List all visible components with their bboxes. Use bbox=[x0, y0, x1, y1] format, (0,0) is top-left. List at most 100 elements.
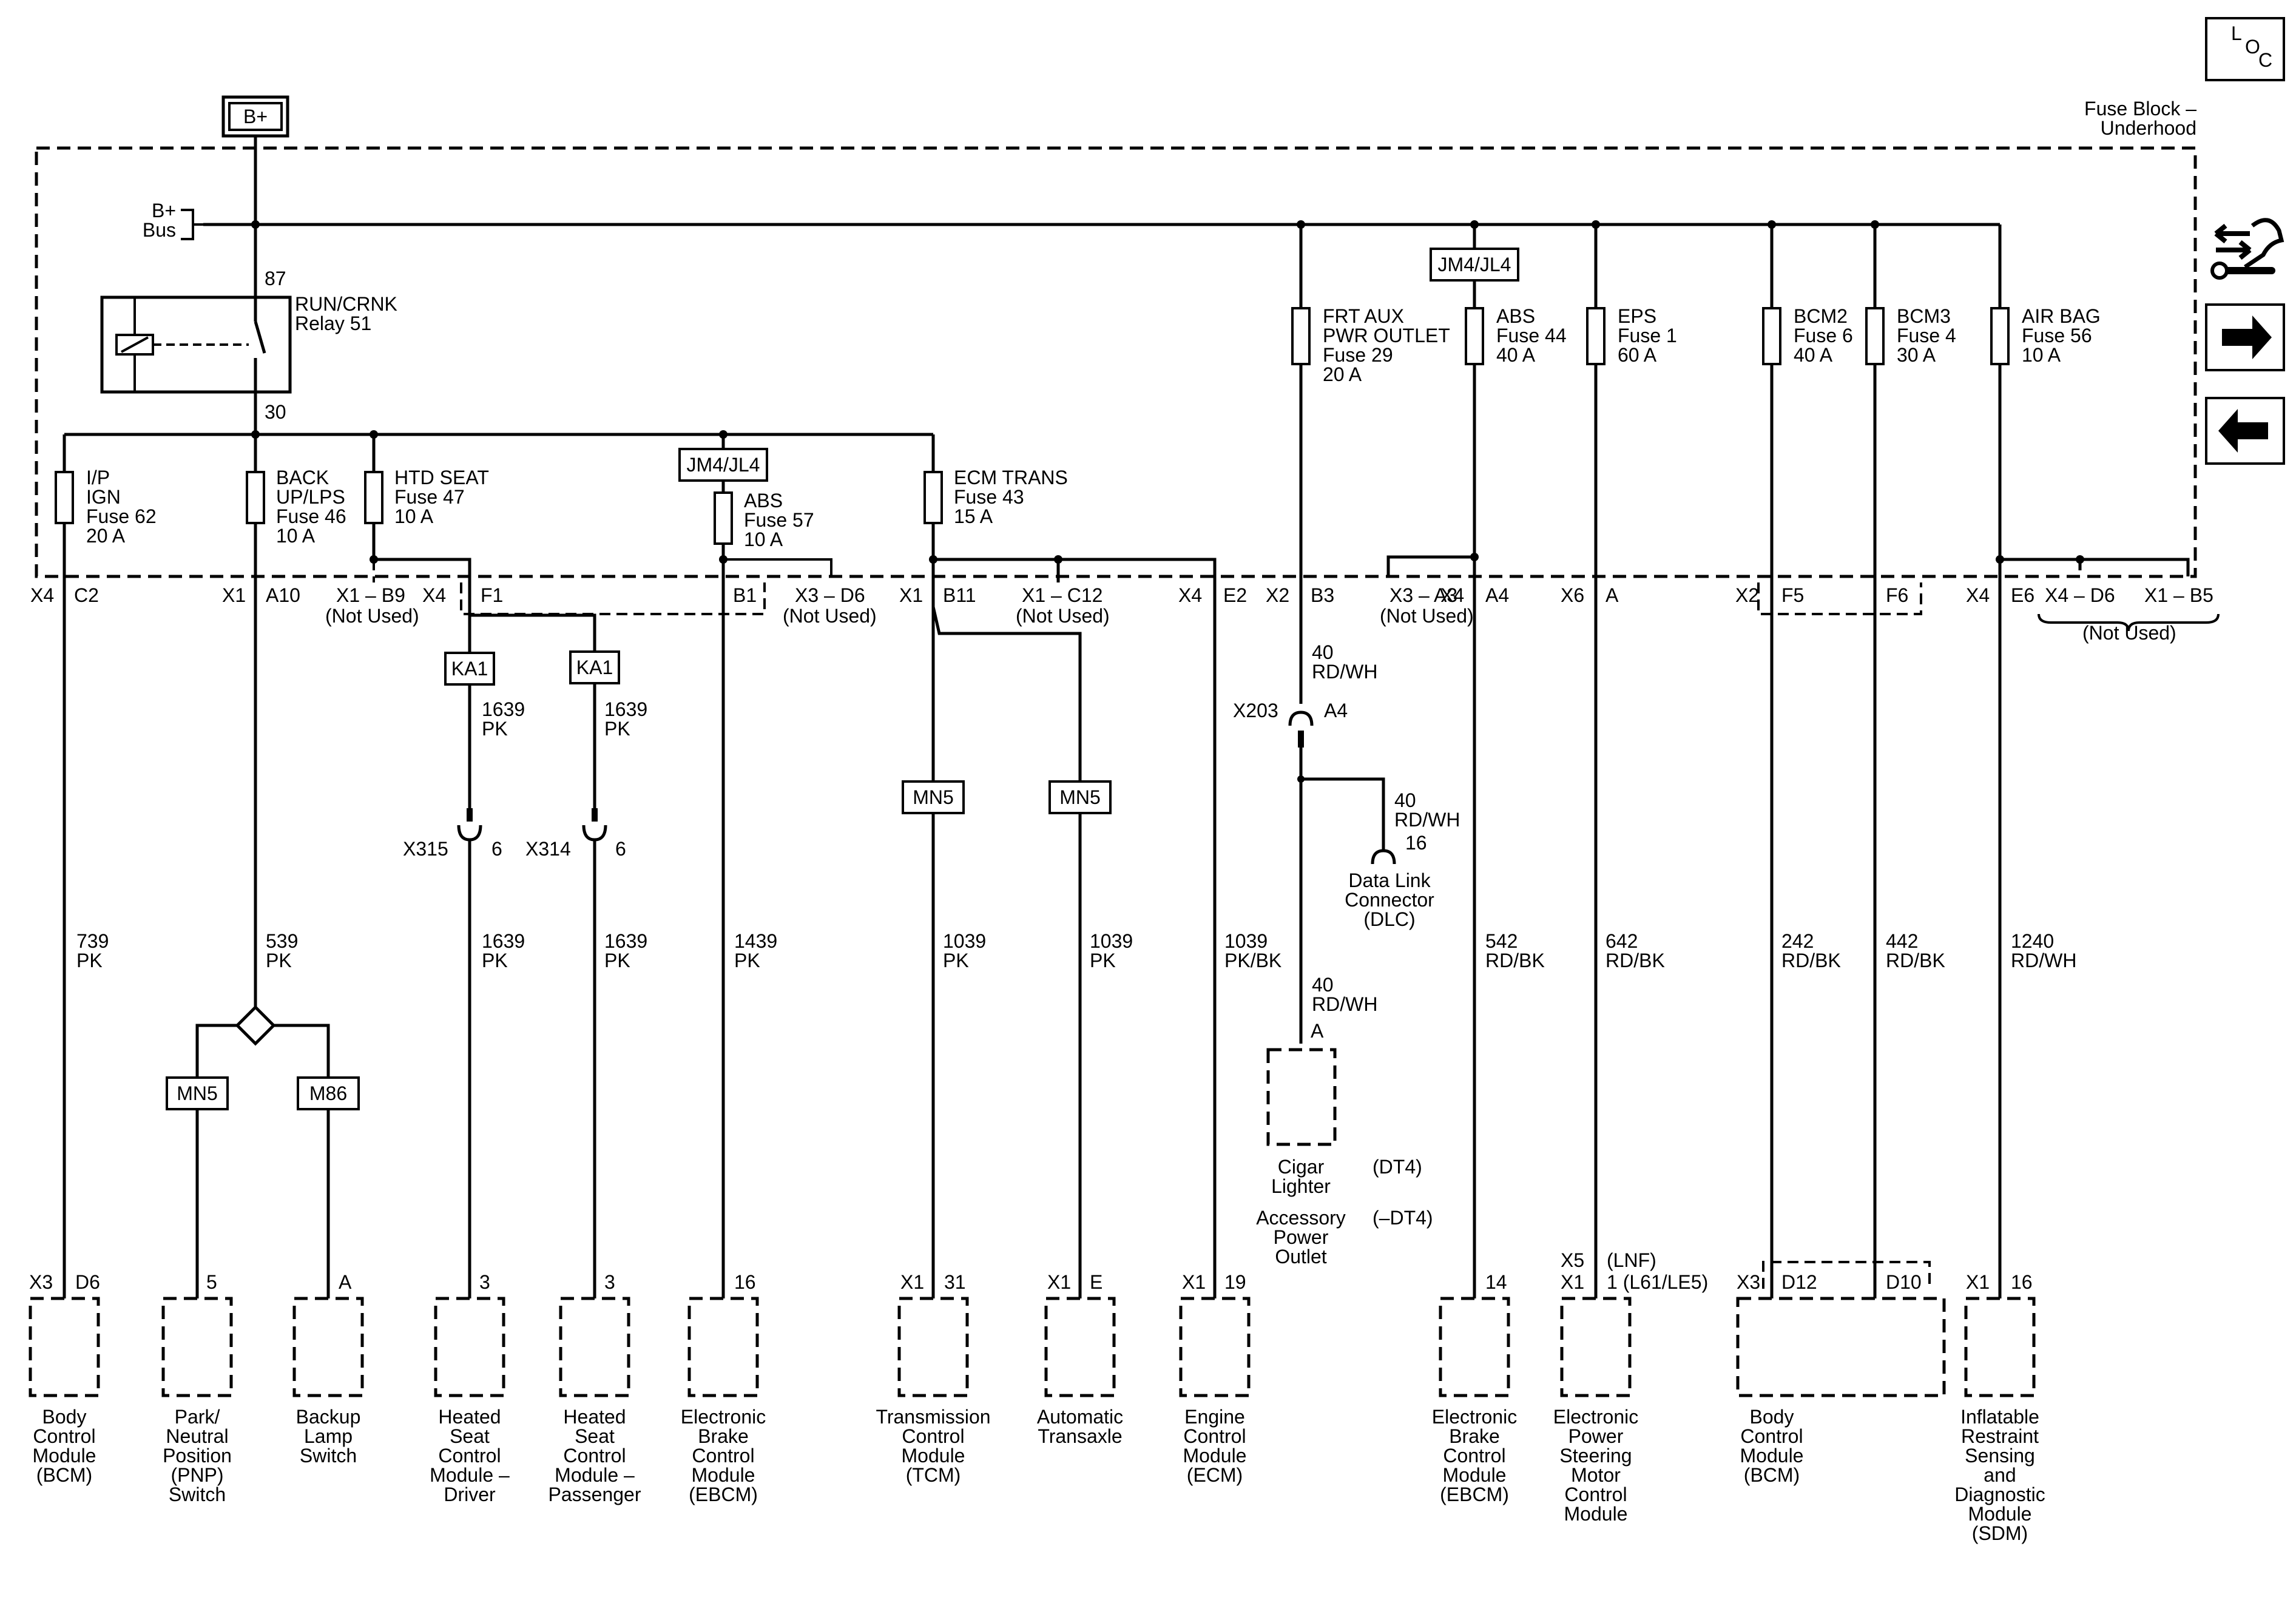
wire-442-num: 442 bbox=[1886, 930, 1918, 952]
loc-button[interactable]: L O C bbox=[2205, 17, 2285, 81]
run-crnk-relay bbox=[100, 295, 292, 394]
module-bcm-right-label-3: Module bbox=[1740, 1445, 1804, 1467]
wire-1439-num: 1439 bbox=[734, 930, 777, 952]
module-backup-label-2: Lamp bbox=[304, 1425, 353, 1447]
fuse-43-label-2: Fuse 43 bbox=[954, 486, 1024, 508]
fuse-47 bbox=[364, 471, 383, 524]
fuse-4-label-2: Fuse 4 bbox=[1897, 325, 1956, 346]
module-heated-seat-driver[interactable]: 3 Heated Seat Control Module – Driver bbox=[430, 1271, 510, 1505]
module-heated-seat-passenger[interactable]: 3 Heated Seat Control Module – Passenger bbox=[549, 1271, 641, 1505]
module-transaxle-label-2: Transaxle bbox=[1038, 1425, 1122, 1447]
wire-1639-c-num: 1639 bbox=[482, 930, 525, 952]
fuse-29-label-4: 20 A bbox=[1323, 363, 1362, 385]
module-ecm-label-3: Module bbox=[1183, 1445, 1247, 1467]
bus-label-line2: Bus bbox=[143, 219, 176, 241]
pin-x4-e6-conn: X4 bbox=[1966, 584, 1990, 606]
module-hs-driver-label-4: Module – bbox=[430, 1464, 510, 1486]
option-m86-backup: M86 bbox=[297, 1076, 360, 1110]
module-ecm-label-1: Engine bbox=[1184, 1406, 1245, 1428]
pin-x4-e6-pin: E6 bbox=[2011, 584, 2034, 606]
module-hs-pass-label-3: Control bbox=[563, 1445, 626, 1467]
wire-542-num: 542 bbox=[1485, 930, 1518, 952]
module-bcm-right-label-1: Body bbox=[1750, 1406, 1794, 1428]
fuse-46-label-1: BACK bbox=[276, 467, 329, 488]
connector-x315-label: X315 bbox=[403, 838, 448, 860]
fuse-block-title-line1: Fuse Block – bbox=[2084, 98, 2196, 120]
wire-539-num: 539 bbox=[266, 930, 298, 952]
cigar-label-7: (–DT4) bbox=[1373, 1207, 1433, 1229]
pin-x1-b9-not-used: (Not Used) bbox=[325, 605, 419, 627]
module-pnp-switch[interactable]: 5 Park/ Neutral Position (PNP) Switch bbox=[161, 1271, 233, 1505]
wire-1240-color: RD/WH bbox=[2011, 950, 2076, 971]
fuse-56-label-1: AIR BAG bbox=[2022, 305, 2101, 327]
module-eps-conn-2: X1 bbox=[1561, 1271, 1584, 1293]
wire-1639-c-color: PK bbox=[482, 950, 508, 971]
module-automatic-transaxle[interactable]: X1 E Automatic Transaxle bbox=[1037, 1271, 1123, 1447]
circuit-tools-button[interactable] bbox=[2210, 218, 2284, 280]
bplus-label: B+ bbox=[243, 106, 268, 127]
previous-page-button[interactable] bbox=[2205, 397, 2285, 465]
loc-letter-l: L bbox=[2231, 22, 2242, 44]
option-jm4-jl4-lower: JM4/JL4 bbox=[678, 448, 768, 482]
module-ebcm-right-pin: 14 bbox=[1485, 1271, 1507, 1293]
module-hs-pass-label-1: Heated bbox=[563, 1406, 626, 1428]
pin-x1-c12-not-used: (Not Used) bbox=[1016, 605, 1110, 627]
dlc-label-1: Data Link bbox=[1348, 869, 1431, 891]
fuse-44 bbox=[1465, 307, 1484, 365]
wire-40-c-num: 40 bbox=[1312, 974, 1334, 996]
module-ecm[interactable]: X1 19 Engine Control Module (ECM) bbox=[1179, 1271, 1251, 1486]
loc-letter-o: O bbox=[2245, 36, 2260, 58]
module-eps[interactable]: X5 (LNF) X1 1 (L61/LE5) Electronic Power… bbox=[1553, 1249, 1708, 1525]
wire-40-b-num: 40 bbox=[1394, 789, 1416, 811]
option-jm4-upper-label: JM4/JL4 bbox=[1438, 254, 1511, 275]
arrow-left-icon bbox=[2218, 409, 2268, 453]
pin-x4-a4-pin: A4 bbox=[1485, 584, 1509, 606]
fuse-47-label-3: 10 A bbox=[394, 505, 434, 527]
module-backup-label-1: Backup bbox=[296, 1406, 361, 1428]
module-transaxle-label-1: Automatic bbox=[1037, 1406, 1123, 1428]
module-backup-label-3: Switch bbox=[300, 1445, 357, 1467]
module-eps-label-3: Steering bbox=[1559, 1445, 1632, 1467]
module-hs-driver-label-2: Seat bbox=[450, 1425, 490, 1447]
module-sdm[interactable]: X1 16 Inflatable Restraint Sensing and D… bbox=[1954, 1271, 2045, 1544]
module-pnp-label-3: Position bbox=[163, 1445, 232, 1467]
module-ebcm-right[interactable]: 14 Electronic Brake Control Module (EBCM… bbox=[1432, 1271, 1518, 1505]
pin-x2-b3-conn: X2 bbox=[1266, 584, 1289, 606]
pin-x1-a10-pin: A10 bbox=[266, 584, 300, 606]
pin-x4-d6: X4 – D6 bbox=[2045, 584, 2115, 606]
fuse-block-outline bbox=[35, 146, 2197, 578]
fuse-29 bbox=[1291, 307, 1311, 365]
module-ecm-conn: X1 bbox=[1182, 1271, 1206, 1293]
module-eps-label-1: Electronic bbox=[1553, 1406, 1639, 1428]
module-bcm-right[interactable]: X3 D12 D10 Body Control Module (BCM) bbox=[1736, 1261, 1946, 1486]
cigar-label-5: Power bbox=[1274, 1226, 1329, 1248]
pin-b1: B1 bbox=[733, 584, 757, 606]
pin-x2-f6-pin: F6 bbox=[1886, 584, 1908, 606]
module-tcm[interactable]: X1 31 Transmission Control Module (TCM) bbox=[876, 1271, 990, 1486]
fuse-1-label-1: EPS bbox=[1618, 305, 1656, 327]
wire-1039-c-color: PK/BK bbox=[1224, 950, 1281, 971]
dlc-label-2: Connector bbox=[1345, 889, 1434, 911]
connector-x314-pin: 6 bbox=[615, 838, 626, 860]
module-ebcm-right-label-1: Electronic bbox=[1432, 1406, 1518, 1428]
module-bcm-right-pin-1: D12 bbox=[1781, 1271, 1817, 1293]
wire-642-color: RD/BK bbox=[1606, 950, 1665, 971]
module-bcm-left[interactable]: X3 D6 Body Control Module (BCM) bbox=[29, 1271, 100, 1486]
module-backup-lamp-switch[interactable]: A Backup Lamp Switch bbox=[292, 1271, 364, 1467]
module-sdm-label-7: (SDM) bbox=[1972, 1522, 2028, 1544]
option-mn5-tcm-label: MN5 bbox=[913, 786, 954, 808]
module-pnp-label-1: Park/ bbox=[175, 1406, 220, 1428]
module-ebcm-left-label-1: Electronic bbox=[681, 1406, 766, 1428]
fuse-29-label-1: FRT AUX bbox=[1323, 305, 1404, 327]
relay-pin-30: 30 bbox=[265, 401, 286, 423]
module-ebcm-left[interactable]: 16 Electronic Brake Control Module (EBCM… bbox=[681, 1271, 766, 1505]
module-eps-pin-2: 1 (L61/LE5) bbox=[1607, 1271, 1708, 1293]
fuse-6-label-1: BCM2 bbox=[1794, 305, 1848, 327]
wire-1039-a-num: 1039 bbox=[943, 930, 986, 952]
bplus-source: B+ bbox=[221, 95, 289, 138]
next-page-button[interactable] bbox=[2205, 303, 2285, 371]
pin-x1-b11-pin: B11 bbox=[943, 584, 976, 606]
wire-labels: 739 PK 539 PK 1639 PK 1639 PK 1439 PK 10… bbox=[76, 641, 2076, 1015]
module-bcm-left-label-3: Module bbox=[33, 1445, 96, 1467]
wire-1039-b-num: 1039 bbox=[1090, 930, 1133, 952]
